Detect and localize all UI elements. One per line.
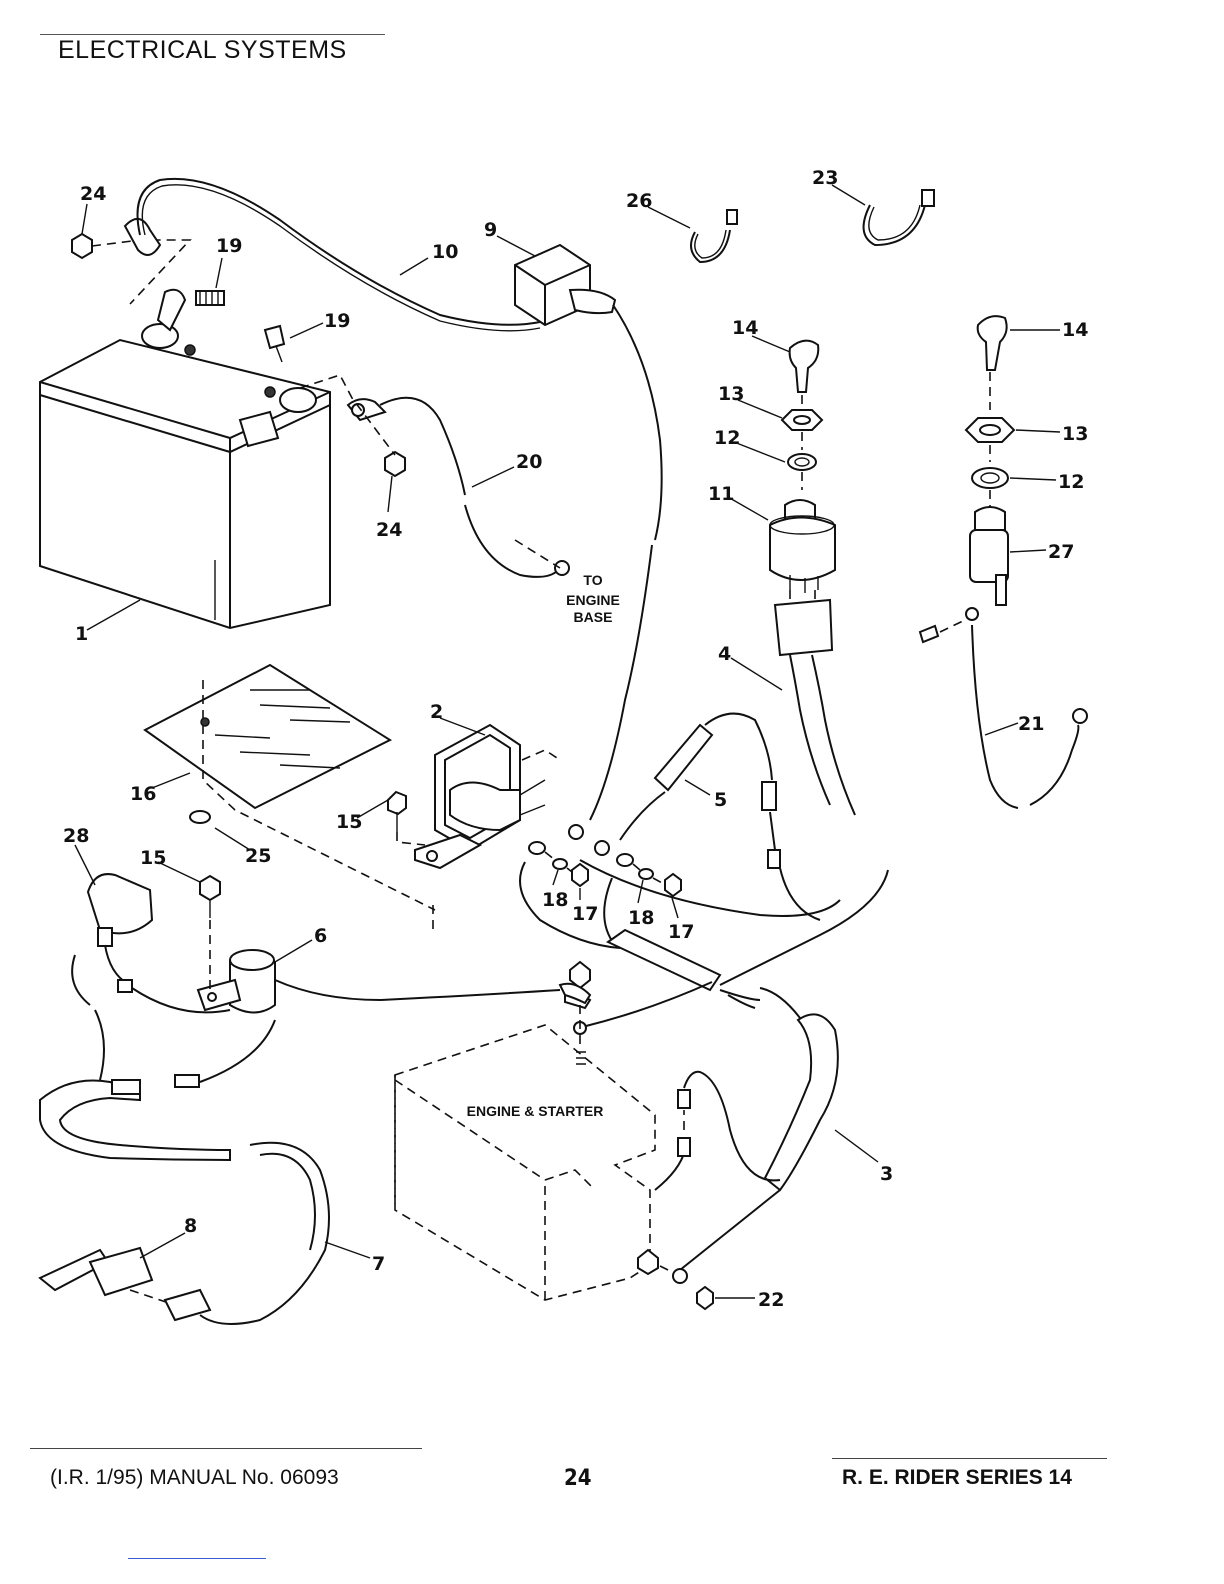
callout-14-right: 14 (1062, 319, 1088, 341)
callout-6: 6 (314, 925, 327, 947)
callout-27: 27 (1048, 541, 1074, 563)
callout-8: 8 (184, 1215, 197, 1237)
callout-18-left: 18 (542, 889, 568, 911)
callout-7: 7 (372, 1253, 385, 1275)
to-engine-base-label: TO ENGINE BASE (566, 572, 620, 625)
callout-3: 3 (880, 1163, 893, 1185)
battery-bolt-top (72, 219, 284, 362)
callout-19-top: 19 (216, 235, 242, 257)
callout-10: 10 (432, 241, 458, 263)
footer-series: R. E. RIDER SERIES 14 (842, 1466, 1072, 1490)
bolt-15-lower (200, 876, 220, 990)
callout-4: 4 (718, 643, 731, 665)
seat-switch-harness-7 (40, 1010, 329, 1324)
terminal-boot (515, 245, 662, 820)
callout-17-right: 17 (668, 921, 694, 943)
starter-wire (638, 1072, 780, 1309)
callout-28: 28 (63, 825, 89, 847)
callout-12-right: 12 (1058, 471, 1084, 493)
footer-rule-right (832, 1458, 1107, 1459)
callout-13-right: 13 (1062, 423, 1088, 445)
callout-5: 5 (714, 789, 727, 811)
callout-25: 25 (245, 845, 271, 867)
footer-manual: (I.R. 1/95) MANUAL No. 06093 (50, 1466, 339, 1490)
callout-12-left: 12 (714, 427, 740, 449)
callout-19-mid: 19 (324, 310, 350, 332)
engine-starter-outline (395, 1025, 655, 1300)
ground-cable-20 (300, 375, 569, 577)
wire-harness-connector-4 (775, 590, 855, 815)
footer-link-underline (128, 1558, 266, 1559)
callout-24-top: 24 (80, 183, 106, 205)
label-to: TO (583, 572, 602, 588)
seat-switch-8 (40, 1248, 210, 1320)
ignition-lockwasher-right (972, 468, 1008, 508)
callout-15-mid: 15 (336, 811, 362, 833)
ignition-nut-right (966, 418, 1014, 462)
battery (40, 324, 330, 628)
callout-17-left: 17 (572, 903, 598, 925)
label-engine: ENGINE (566, 592, 620, 608)
callout-1: 1 (75, 623, 88, 645)
ground-wire-21 (920, 608, 1087, 808)
tie-strap-23 (864, 190, 934, 245)
inline-fuse (595, 714, 780, 868)
ignition-switch (770, 500, 835, 593)
callout-15-lower: 15 (140, 847, 166, 869)
callout-23: 23 (812, 167, 838, 189)
callout-21: 21 (1018, 713, 1044, 735)
ignition-key-left (790, 341, 819, 408)
label-base: BASE (574, 609, 613, 625)
callout-18-right: 18 (628, 907, 654, 929)
callout-22: 22 (758, 1289, 784, 1311)
callout-20: 20 (516, 451, 542, 473)
page-number: 24 (564, 1466, 592, 1491)
callout-2: 2 (430, 701, 443, 723)
engine-starter-label: ENGINE & STARTER (467, 1103, 604, 1119)
ignition-coil-6 (198, 950, 590, 1013)
callout-24-mid: 24 (376, 519, 402, 541)
callout-14-left: 14 (732, 317, 758, 339)
callout-11: 11 (708, 483, 734, 505)
tie-strap-26 (691, 210, 737, 262)
callout-26: 26 (626, 190, 652, 212)
starter-solenoid (415, 725, 583, 868)
footer-rule-left (30, 1448, 422, 1449)
ignition-nut-left (782, 410, 822, 450)
callout-9: 9 (484, 219, 497, 241)
callout-13-left: 13 (718, 383, 744, 405)
solenoid-bolt-15 (388, 792, 425, 845)
ignition-key-right (978, 316, 1007, 410)
ignition-switch-27 (970, 507, 1008, 605)
callout-16: 16 (130, 783, 156, 805)
ignition-lockwasher-left (788, 454, 816, 490)
